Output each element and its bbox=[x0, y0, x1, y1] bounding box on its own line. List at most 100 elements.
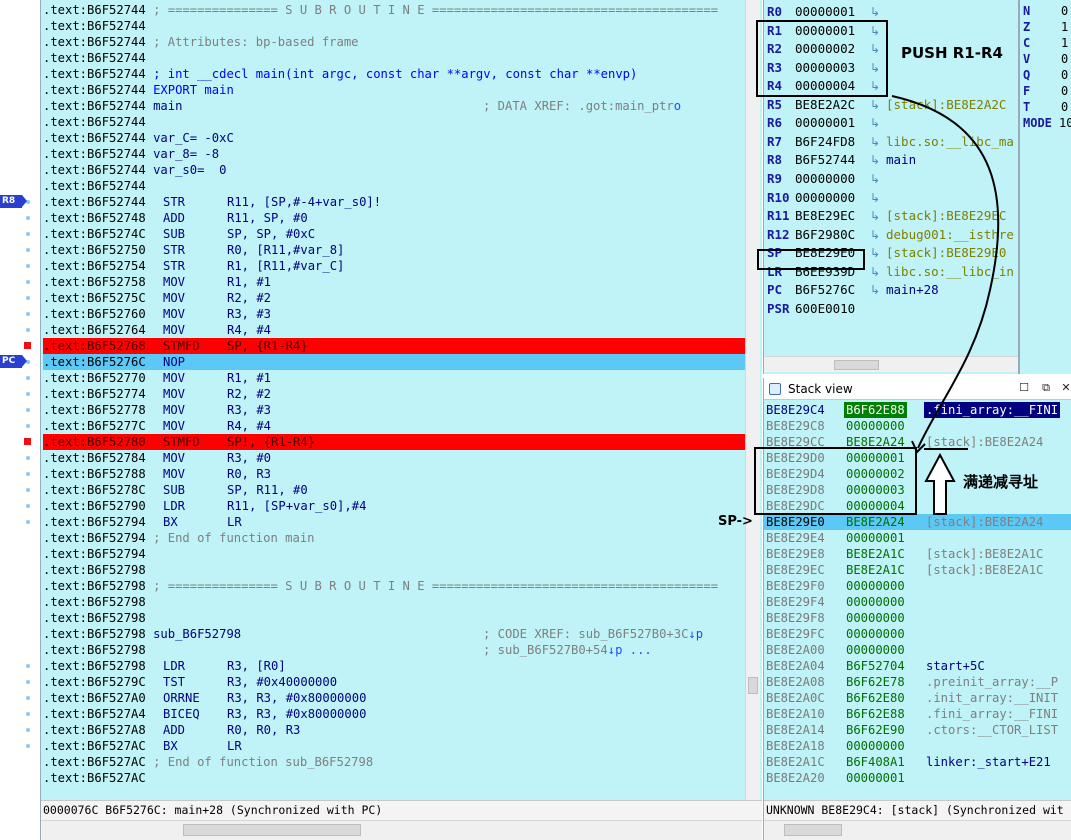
jump-to-address-icon[interactable]: ↳ bbox=[870, 97, 881, 112]
line-dot[interactable] bbox=[26, 728, 30, 732]
register-hint[interactable]: [stack]:BE8E2A2C bbox=[886, 96, 1007, 112]
line-dot[interactable] bbox=[26, 424, 30, 428]
register-hint[interactable]: [stack]:BE8E29E0 bbox=[886, 245, 1007, 261]
stack-value[interactable]: 00000000 bbox=[846, 627, 905, 641]
stack-value[interactable]: BE8E2A24 bbox=[846, 435, 905, 449]
stack-value[interactable]: 00000001 bbox=[846, 771, 905, 785]
stack-hint[interactable]: start+5C bbox=[926, 659, 985, 673]
disasm-line[interactable]: .text:B6F52744 ; =============== S U B R… bbox=[43, 2, 745, 18]
stack-value[interactable]: B6F62E90 bbox=[846, 723, 905, 737]
disasm-line[interactable]: .text:B6F52744 bbox=[43, 18, 745, 34]
flag-value[interactable]: 0 bbox=[1061, 4, 1069, 18]
line-dot[interactable] bbox=[26, 232, 30, 236]
registers-horizontal-scrollbar[interactable] bbox=[764, 356, 1018, 372]
breakpoint-marker[interactable] bbox=[24, 342, 31, 349]
line-dot[interactable] bbox=[26, 488, 30, 492]
disasm-line[interactable]: .text:B6F52744 EXPORT main bbox=[43, 82, 745, 98]
line-dot[interactable] bbox=[26, 264, 30, 268]
breakpoint-marker[interactable] bbox=[24, 438, 31, 445]
jump-to-address-icon[interactable]: ↳ bbox=[870, 42, 881, 57]
line-dot[interactable] bbox=[26, 680, 30, 684]
line-dot[interactable] bbox=[26, 296, 30, 300]
register-value[interactable]: B6F52744 bbox=[795, 152, 856, 168]
stack-hint[interactable]: .fini_array:__FINI bbox=[924, 402, 1061, 418]
disasm-line[interactable]: .text:B6F52744 var_C= -0xC bbox=[43, 130, 745, 146]
line-dot[interactable] bbox=[26, 504, 30, 508]
disasm-line[interactable]: .text:B6F52798; sub_B6F527B0+54↓p ... bbox=[43, 642, 745, 658]
register-value[interactable]: 00000000 bbox=[795, 170, 856, 186]
jump-to-address-icon[interactable]: ↳ bbox=[870, 134, 881, 149]
register-value[interactable]: B6F24FD8 bbox=[795, 133, 856, 149]
stack-value[interactable]: 00000004 bbox=[846, 499, 905, 513]
jump-to-address-icon[interactable]: ↳ bbox=[870, 283, 881, 298]
register-value[interactable]: B6F5276C bbox=[795, 282, 856, 298]
disassembly-vertical-scroll-thumb[interactable] bbox=[748, 677, 758, 694]
register-value[interactable]: B6F2980C bbox=[795, 226, 856, 242]
line-dot[interactable] bbox=[26, 392, 30, 396]
register-hint[interactable]: main+28 bbox=[886, 282, 939, 298]
register-value[interactable]: BE8E29E0 bbox=[795, 245, 856, 261]
stack-value[interactable]: 00000002 bbox=[846, 467, 905, 481]
disasm-line[interactable]: .text:B6F527AC bbox=[43, 770, 745, 786]
stack-value[interactable]: 00000003 bbox=[846, 483, 905, 497]
disassembly-view[interactable]: .text:B6F52744 ; =============== S U B R… bbox=[40, 0, 762, 840]
jump-to-address-icon[interactable]: ↳ bbox=[870, 153, 881, 168]
registers-horizontal-scroll-thumb[interactable] bbox=[834, 360, 879, 370]
jump-to-address-icon[interactable]: ↳ bbox=[870, 190, 881, 205]
line-dot[interactable] bbox=[26, 360, 30, 364]
disasm-line[interactable]: .text:B6F52794 bbox=[43, 546, 745, 562]
disasm-line[interactable]: .text:B6F52744 var_s0= 0 bbox=[43, 162, 745, 178]
line-dot[interactable] bbox=[26, 216, 30, 220]
flags-view[interactable]: N0Z1C1V0Q0F0T0MODE10 bbox=[1019, 0, 1071, 374]
register-value[interactable]: 00000002 bbox=[795, 41, 856, 57]
stack-value[interactable]: 00000000 bbox=[846, 419, 905, 433]
register-value[interactable]: 00000000 bbox=[795, 189, 856, 205]
flag-value[interactable]: 0 bbox=[1061, 52, 1069, 66]
line-dot[interactable] bbox=[26, 520, 30, 524]
flag-value[interactable]: 1 bbox=[1061, 36, 1069, 50]
stack-hint[interactable]: linker:_start+E21 bbox=[926, 755, 1051, 769]
stack-hint[interactable]: .preinit_array:__P bbox=[926, 675, 1059, 689]
flag-row-mode[interactable]: MODE10 bbox=[1023, 115, 1071, 131]
register-value[interactable]: 00000001 bbox=[795, 22, 856, 38]
stack-value[interactable]: B6F408A1 bbox=[846, 755, 905, 769]
register-value[interactable]: 00000001 bbox=[795, 4, 856, 19]
disasm-line[interactable]: .text:B6F52798 bbox=[43, 562, 745, 578]
register-value[interactable]: 00000003 bbox=[795, 59, 856, 75]
register-hint[interactable]: main bbox=[886, 152, 917, 168]
stack-hint[interactable]: [stack]:BE8E2A1C bbox=[926, 547, 1044, 561]
xref-link[interactable]: ↓p bbox=[688, 627, 704, 641]
line-dot[interactable] bbox=[26, 744, 30, 748]
line-dot[interactable] bbox=[26, 696, 30, 700]
jump-to-address-icon[interactable]: ↳ bbox=[870, 209, 881, 224]
jump-to-address-icon[interactable]: ↳ bbox=[870, 264, 881, 279]
flag-value[interactable]: 0 bbox=[1061, 84, 1069, 98]
